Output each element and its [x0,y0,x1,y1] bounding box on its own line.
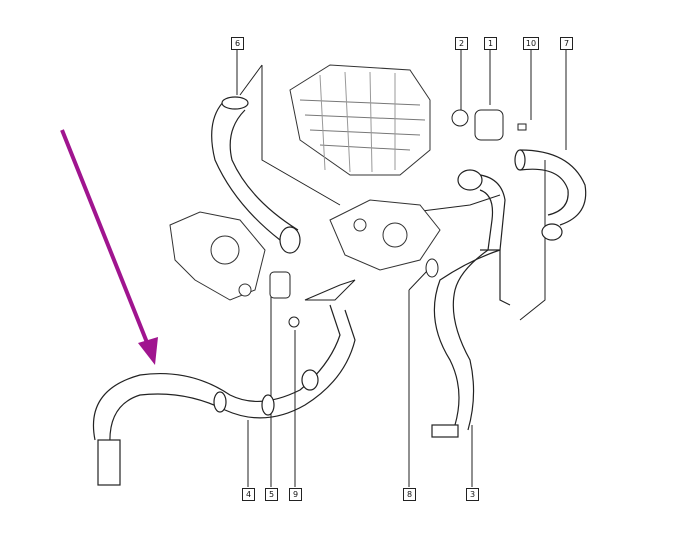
ring-part-8 [425,258,439,278]
hose-4 [93,304,356,486]
sensor-part-1 [451,109,527,141]
callout-6: 6 [231,37,244,50]
callout-2: 2 [455,37,468,50]
bracket-part [304,279,356,301]
callout-5: 5 [265,488,278,501]
highlight-arrow [60,129,158,365]
flange-part-5 [269,271,291,299]
hose-3 [431,169,511,438]
callout-10: 10 [523,37,539,50]
manifold-part [289,64,431,176]
clip-part-9 [288,316,300,328]
callout-4: 4 [242,488,255,501]
callout-3: 3 [466,488,479,501]
callout-8: 8 [403,488,416,501]
callout-9: 9 [289,488,302,501]
callout-1: 1 [484,37,497,50]
thermostat-housing-part [329,199,441,271]
hose-6 [211,96,301,254]
hose-7 [514,149,587,241]
callout-7: 7 [560,37,573,50]
water-pump-part [169,211,266,301]
